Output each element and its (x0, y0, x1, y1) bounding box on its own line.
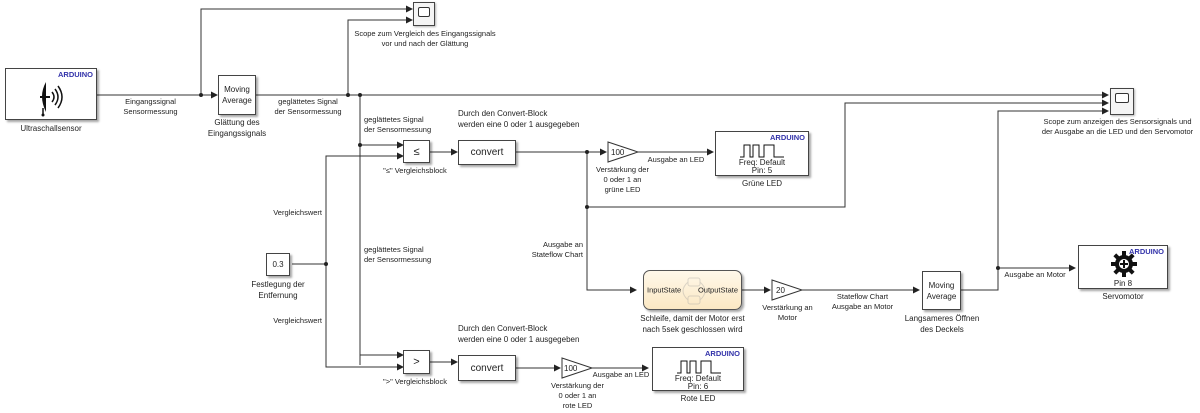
scope-screen-icon (1115, 93, 1129, 103)
moving-average-2-label: Langsameres Öffnen des Deckels (904, 314, 980, 334)
compare-le-label: "≤" Vergleichsblock (383, 166, 447, 175)
stateflow-input-port: InputState (647, 285, 682, 295)
constant-block[interactable]: 0.3 (266, 253, 290, 276)
wire-const-up (325, 152, 404, 264)
ultrasonic-sensor-block[interactable]: ARDUINO (5, 68, 97, 120)
gain-green-triangle (607, 141, 640, 163)
gain-red-label: Verstärkung der 0 oder 1 an rote LED (551, 381, 604, 410)
compare-gt-block[interactable]: > (403, 350, 430, 374)
convert-block-1[interactable]: convert (458, 140, 516, 165)
arduino-badge: ARDUINO (58, 70, 93, 79)
ultrasonic-sensor-icon (40, 82, 63, 117)
moving-average-block-1[interactable]: Moving Average (218, 75, 256, 115)
signal-label-compare-value-1: Vergleichswert (273, 208, 322, 217)
stateflow-output-port: OutputState (697, 285, 738, 295)
stateflow-chart-block[interactable]: InputState OutputState (643, 270, 742, 310)
convert-block-2[interactable]: convert (458, 355, 516, 381)
compare-le-block[interactable]: ≤ (403, 140, 430, 163)
moving-average-block-2[interactable]: Moving Average (922, 271, 961, 310)
scope-screen-icon (418, 7, 430, 17)
wire-const-down (325, 264, 404, 371)
gain-motor-label: Verstärkung an Motor (762, 303, 813, 322)
gain-green-value[interactable]: 100 (611, 148, 625, 157)
led-red-block[interactable]: ARDUINO Freq: Default Pin: 6 (652, 347, 744, 391)
stateflow-label: Schleife, damit der Motor erst nach 5sek… (640, 314, 745, 334)
signal-label-input: Eingangssignal Sensormessung (123, 97, 178, 116)
signal-label-motor-out: Ausgabe an Motor (1004, 270, 1066, 279)
ultrasonic-label: Ultraschallsensor (20, 124, 82, 133)
pwm-wave-icon (740, 144, 784, 158)
signal-label-smoothed-top: geglättetes Signal der Sensormessung (364, 115, 432, 134)
wire-raw-to-scope1 (200, 5, 413, 95)
gain-green-label: Verstärkung der 0 oder 1 an grüne LED (596, 165, 649, 194)
wire-smoothed-to-scope1 (347, 16, 413, 95)
gain-red-triangle (561, 357, 594, 379)
servo-label: Servomotor (1102, 292, 1144, 301)
signal-label-to-stateflow: Ausgabe an Stateflow Chart (531, 240, 583, 259)
convert-note-2: Durch den Convert-Block werden eine 0 od… (458, 324, 580, 344)
servo-block[interactable]: ARDUINO Pin 8 (1078, 245, 1168, 289)
gain-motor-value[interactable]: 20 (776, 286, 785, 295)
led-green-label: Grüne LED (741, 179, 783, 188)
compare-gt-label: ">" Vergleichsblock (383, 377, 447, 386)
gain-motor-triangle (771, 279, 804, 301)
signal-label-smoothed-mid: geglättetes Signal der Sensormessung (364, 245, 432, 264)
scope-2-label: Scope zum anzeigen des Sensorsignals und… (1041, 117, 1194, 136)
signal-label-stateflow-out: Stateflow Chart Ausgabe an Motor (831, 292, 894, 311)
signal-label-led-red: Ausgabe an LED (592, 370, 650, 379)
convert-note-1: Durch den Convert-Block werden eine 0 od… (458, 109, 580, 129)
arduino-badge: ARDUINO (1129, 247, 1164, 256)
led-red-label: Rote LED (680, 394, 716, 403)
gain-red-value[interactable]: 100 (564, 364, 578, 373)
signal-label-compare-value-2: Vergleichswert (273, 316, 322, 325)
scope-block-1[interactable] (413, 2, 435, 26)
stateflow-chart-icon (682, 277, 706, 305)
signal-label-led-green: Ausgabe an LED (647, 155, 705, 164)
scope-block-2[interactable] (1110, 88, 1134, 115)
arduino-badge: ARDUINO (705, 349, 740, 358)
moving-average-1-label: Glättung des Eingangssignals (207, 118, 267, 138)
pwm-wave-icon (677, 360, 721, 374)
signal-label-smoothed: geglättetes Signal der Sensormessung (274, 97, 342, 116)
led-green-block[interactable]: ARDUINO Freq: Default Pin: 5 (715, 131, 809, 176)
scope-1-label: Scope zum Vergleich des Eingangssignals … (354, 29, 496, 48)
gear-icon (1111, 251, 1137, 277)
arduino-badge: ARDUINO (770, 133, 805, 142)
constant-label: Festlegung der Entfernung (251, 280, 305, 300)
